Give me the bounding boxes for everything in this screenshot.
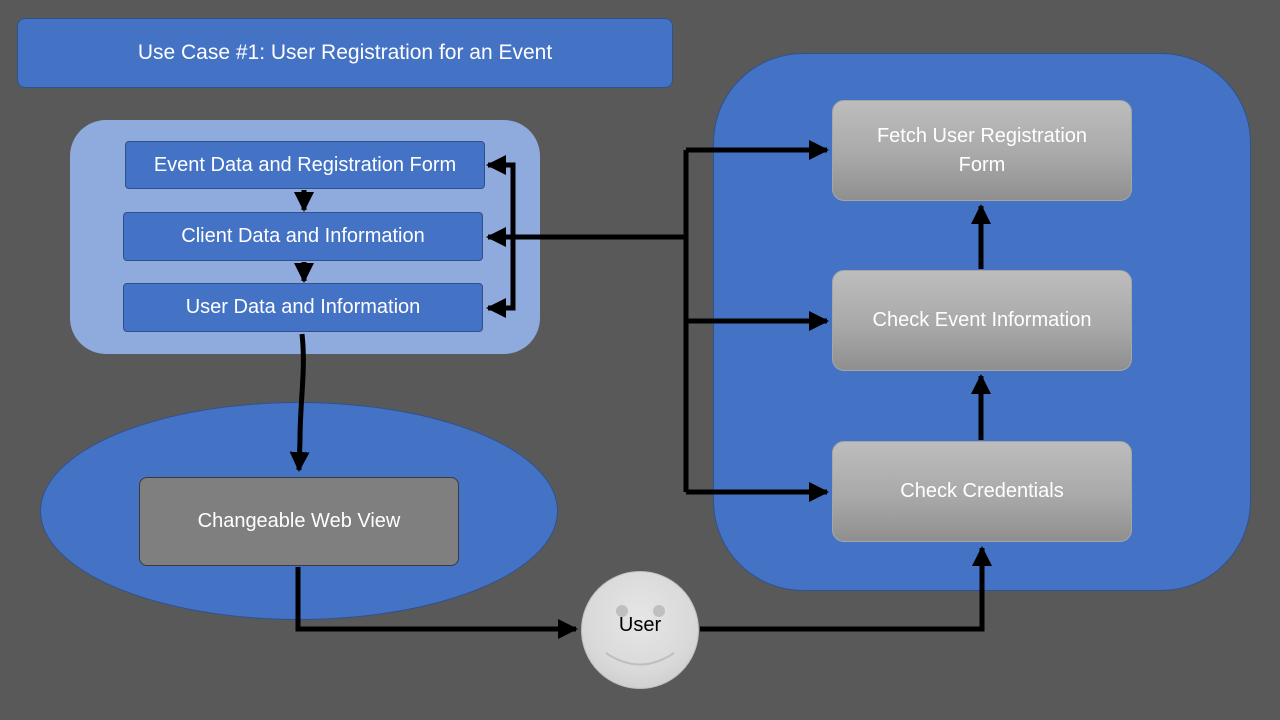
user-label: User xyxy=(618,614,662,636)
arrow-web-view-to-user xyxy=(295,567,578,639)
smiley-mouth xyxy=(605,652,675,666)
check-event-information-box: Check Event Information xyxy=(832,270,1132,371)
event-data-registration-form-box: Event Data and Registration Form xyxy=(125,141,485,189)
arrow-user-data-to-web-view xyxy=(289,333,310,472)
user-data-box: User Data and Information xyxy=(123,283,483,332)
diagram-title: Use Case #1: User Registration for an Ev… xyxy=(17,18,673,88)
arrow-user-to-credentials xyxy=(700,546,992,632)
check-credentials-box: Check Credentials xyxy=(832,441,1132,542)
fetch-user-registration-form-box: Fetch User Registration Form xyxy=(832,100,1132,201)
smiley-left-eye xyxy=(616,605,628,617)
user-smiley-icon xyxy=(581,571,699,689)
smiley-right-eye xyxy=(653,605,665,617)
client-data-box: Client Data and Information xyxy=(123,212,483,261)
changeable-web-view-box: Changeable Web View xyxy=(139,477,459,566)
